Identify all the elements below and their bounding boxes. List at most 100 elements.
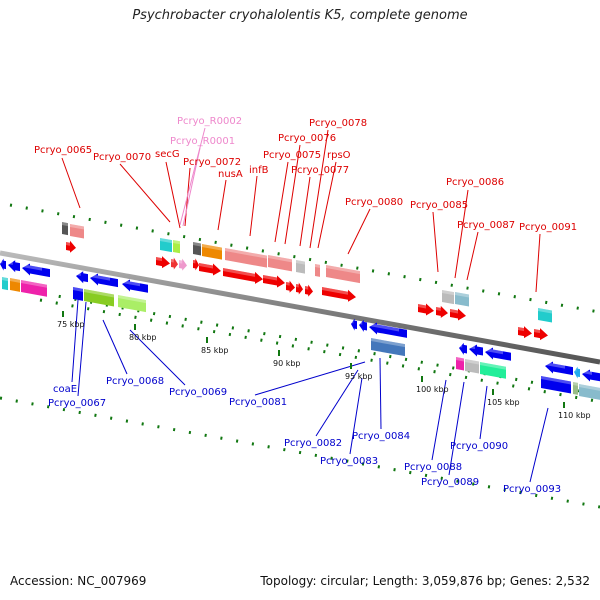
gene-box-secg <box>173 240 180 254</box>
leader-line-1 <box>61 157 81 209</box>
topology-text: Topology: circular; Length: 3,059,876 bp… <box>260 574 590 588</box>
gene-box-0063 <box>10 278 20 292</box>
label-pcryo-0088: Pcryo_0088 <box>404 462 462 473</box>
accession-text: Accession: NC_007969 <box>10 574 147 588</box>
label-pcryo-0070: Pcryo_0070 <box>93 152 151 163</box>
gene-box-0088 <box>456 357 464 371</box>
gene-arrow-0077 <box>296 282 303 295</box>
leader-line-6 <box>249 175 258 237</box>
gene-arrow-infb <box>223 268 263 284</box>
gene-box-0070 <box>160 238 172 253</box>
leader-line-23 <box>254 361 366 396</box>
gene-arrow-0081a <box>351 318 357 331</box>
gene-arrow-0072a <box>193 258 199 271</box>
tick-label-2: 80 kbp <box>129 333 157 342</box>
gene-arrow-0081b <box>359 319 367 332</box>
leader-line-11 <box>309 129 329 249</box>
gene-box-0071 <box>193 242 201 256</box>
gene-arrow-0068 <box>122 279 148 293</box>
gene-arrow-0080 <box>322 287 356 302</box>
gene-arrow-nusa <box>199 263 221 276</box>
label-pcryo-0093: Pcryo_0093 <box>503 484 561 495</box>
leader-line-19 <box>71 299 79 383</box>
label-pcryo-0078: Pcryo_0078 <box>309 118 367 129</box>
gene-box-0084 <box>371 338 405 357</box>
gene-arrow-0091a <box>518 326 532 339</box>
leader-line-12 <box>347 208 371 255</box>
track-dot-lines <box>0 203 600 509</box>
label-pcryo-0075: Pcryo_0075 <box>263 150 321 161</box>
gene-box-0072 <box>202 244 222 260</box>
gene-arrow-0082 <box>369 322 407 338</box>
gene-box-0076 <box>296 260 305 274</box>
leader-line-9 <box>299 176 311 247</box>
gene-arrow-0088b <box>469 344 483 357</box>
leader-line-10 <box>317 161 337 249</box>
label-pcryo-0087: Pcryo_0087 <box>457 220 515 231</box>
gene-arrow-0076 <box>286 280 295 293</box>
gene-arrow-0088a <box>459 342 467 355</box>
gene-box-0080 <box>326 265 360 284</box>
gene-box-0062 <box>2 277 8 291</box>
gene-box-0091 <box>538 308 552 323</box>
gene-box-0095 <box>579 384 600 400</box>
leader-line-16 <box>535 233 541 293</box>
leader-line-7 <box>274 161 289 243</box>
label-pcryo-0091: Pcryo_0091 <box>519 222 577 233</box>
leader-line-28 <box>448 381 465 476</box>
gene-arrow-0086 <box>436 305 448 318</box>
leader-line-13 <box>432 211 439 273</box>
leader-line-17 <box>179 127 206 226</box>
gene-arrow-0075 <box>263 275 285 288</box>
leader-line-20 <box>77 301 87 397</box>
leader-line-26 <box>379 357 382 430</box>
gene-features <box>0 222 600 400</box>
label-pcryo-0069: Pcryo_0069 <box>169 387 227 398</box>
gene-arrow-0087 <box>450 308 466 321</box>
label-infb: infB <box>249 165 269 176</box>
leader-line-2 <box>119 163 171 223</box>
tick-label-8: 110 kbp <box>558 411 591 420</box>
label-pcryo-0083: Pcryo_0083 <box>320 456 378 467</box>
label-pcryo-0086: Pcryo_0086 <box>446 177 504 188</box>
gene-arrow-secg <box>171 257 178 270</box>
tick-label-7: 105 kbp <box>487 398 520 407</box>
gene-arrow-0091b <box>534 328 548 341</box>
leader-line-29 <box>479 385 488 440</box>
gene-box-0094 <box>573 382 578 395</box>
gene-box-0089 <box>465 359 479 374</box>
leader-line-8 <box>284 144 301 245</box>
gene-box-0066 <box>21 280 47 297</box>
leader-line-27 <box>431 379 447 461</box>
label-pcryo-0067: Pcryo_0067 <box>48 398 106 409</box>
label-coae: coaE <box>53 384 77 395</box>
label-pcryo-0090: Pcryo_0090 <box>450 441 508 452</box>
label-pcryo-0077: Pcryo_0077 <box>291 165 349 176</box>
gene-box-0065 <box>70 224 84 239</box>
gene-arrow-0067 <box>90 273 118 288</box>
label-pcryo-0081: Pcryo_0081 <box>229 397 287 408</box>
label-pcryo-0085: Pcryo_0085 <box>410 200 468 211</box>
label-pcryo-0082: Pcryo_0082 <box>284 438 342 449</box>
leader-line-25 <box>349 377 363 455</box>
label-nusa: nusA <box>218 169 243 180</box>
gene-box-0090 <box>480 362 506 379</box>
gene-box-0068 <box>84 289 114 307</box>
genome-backbone <box>0 250 600 365</box>
gene-box-0093 <box>541 376 571 394</box>
label-rpso: rpsO <box>327 150 351 161</box>
gene-arrow-0065 <box>66 240 76 253</box>
gene-arrow-0085 <box>418 303 434 316</box>
gene-arrow-0095 <box>582 369 600 382</box>
gene-arrow-0090 <box>485 347 511 361</box>
gene-box-0087 <box>455 292 469 307</box>
leader-line-3 <box>165 161 181 229</box>
leader-line-5 <box>217 179 227 231</box>
leader-line-18 <box>182 147 201 227</box>
label-pcryo-0068: Pcryo_0068 <box>106 376 164 387</box>
leader-line-15 <box>466 231 479 281</box>
gene-box-0075 <box>268 255 292 272</box>
gene-box-infb <box>225 248 267 268</box>
gene-box-0069 <box>118 295 146 313</box>
